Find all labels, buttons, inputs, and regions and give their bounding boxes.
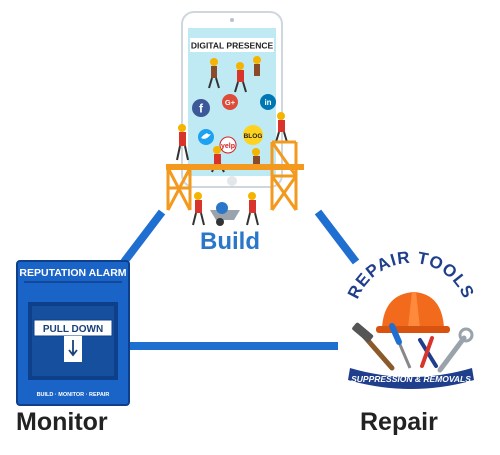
worker-left-scaffold — [176, 124, 189, 161]
arrow-down-icon — [68, 340, 78, 357]
twitter-icon — [198, 129, 214, 145]
triangle-edges — [120, 209, 360, 350]
worker-blog-right — [252, 148, 260, 166]
worker-bottom-left — [192, 192, 205, 226]
repair-ribbon-text: SUPPRESSION & REMOVALS — [351, 374, 471, 384]
repair-tools-logo: REPAIR TOOLS SUPPRESSION & REMOVALS — [344, 250, 477, 389]
hammer-icon — [352, 322, 395, 371]
worker-right-scaffold — [275, 112, 288, 143]
wrench-icon — [437, 327, 474, 373]
svg-text:in: in — [264, 98, 271, 107]
worker-wheelbarrow — [246, 192, 259, 226]
worker-top-left — [208, 58, 220, 89]
svg-text:f: f — [199, 102, 204, 116]
svg-text:yelp: yelp — [221, 143, 235, 150]
alarm-title: REPUTATION ALARM — [19, 267, 126, 279]
build-label: Build — [200, 228, 260, 255]
phone-camera — [230, 18, 234, 22]
pliers-icon — [418, 336, 438, 368]
svg-text:BLOG: BLOG — [244, 133, 263, 140]
edge-build-repair — [314, 209, 360, 265]
phone-home-button — [227, 176, 237, 186]
alarm-handle-text: PULL DOWN — [43, 324, 103, 335]
worker-top-right — [253, 56, 261, 76]
worker-top-center — [234, 62, 247, 93]
svg-text:G+: G+ — [225, 98, 236, 107]
hard-hat-icon — [376, 292, 450, 333]
screen-title: DIGITAL PRESENCE — [191, 41, 274, 51]
scaffold-plank — [166, 164, 304, 170]
screen-title-bg — [190, 38, 274, 52]
google-plus-icon: G+ — [222, 94, 238, 110]
yelp-icon: yelp — [219, 136, 237, 154]
build-illustration: DIGITAL PRESENCE f G+ in yelp BLOG — [166, 11, 304, 226]
edge-build-monitor — [120, 209, 166, 265]
monitor-label: Monitor — [16, 408, 108, 436]
wheelbarrow — [210, 202, 240, 226]
linkedin-icon: in — [260, 94, 276, 110]
repair-label: Repair — [360, 408, 438, 436]
alarm-footer: BUILD · MONITOR · REPAIR — [37, 392, 110, 398]
blog-icon: BLOG — [243, 125, 263, 145]
screwdriver-icon — [389, 323, 412, 369]
facebook-icon: f — [192, 99, 210, 117]
reputation-alarm-box: REPUTATION ALARM PULL DOWN BUILD · MONIT… — [16, 260, 130, 406]
repair-ribbon — [348, 368, 474, 389]
